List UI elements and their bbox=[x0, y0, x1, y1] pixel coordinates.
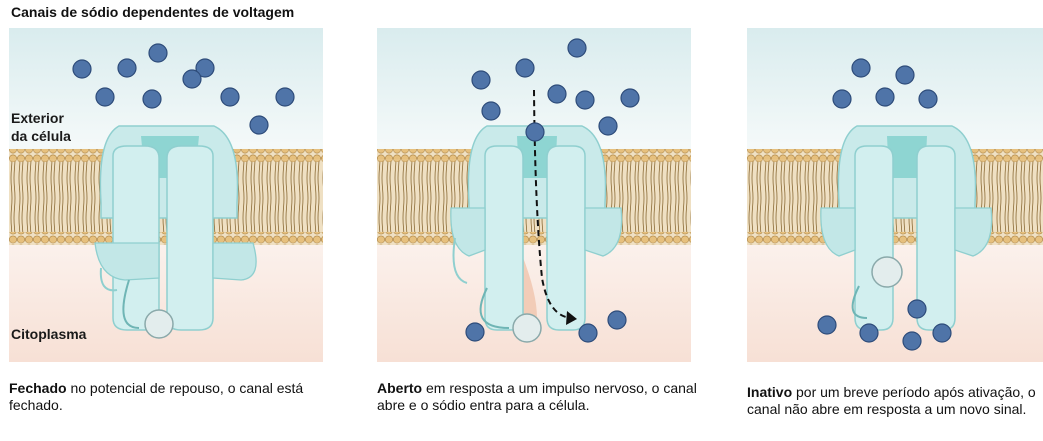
inactive-channel-illustration bbox=[747, 28, 1043, 362]
cytoplasm-label: Citoplasma bbox=[11, 326, 86, 343]
caption-open: Aberto em resposta a um impulso nervoso,… bbox=[377, 380, 697, 414]
caption-inactive-state: Inativo bbox=[747, 384, 792, 400]
exterior-label-line2: da célula bbox=[11, 128, 71, 145]
caption-open-text: em resposta a um impulso nervoso, o cana… bbox=[377, 380, 697, 413]
caption-closed: Fechado no potencial de repouso, o canal… bbox=[9, 380, 339, 414]
open-channel-illustration bbox=[377, 28, 691, 362]
panel-inactive bbox=[747, 28, 1043, 362]
caption-inactive: Inativo por um breve período após ativaç… bbox=[747, 384, 1037, 418]
exterior-label-line1: Exterior bbox=[11, 110, 64, 127]
caption-closed-state: Fechado bbox=[9, 380, 67, 396]
panel-closed: Exterior da célula Citoplasma bbox=[9, 28, 323, 362]
closed-channel-illustration bbox=[9, 28, 323, 362]
diagram-title: Canais de sódio dependentes de voltagem bbox=[11, 4, 294, 20]
caption-open-state: Aberto bbox=[377, 380, 422, 396]
panel-open bbox=[377, 28, 691, 362]
